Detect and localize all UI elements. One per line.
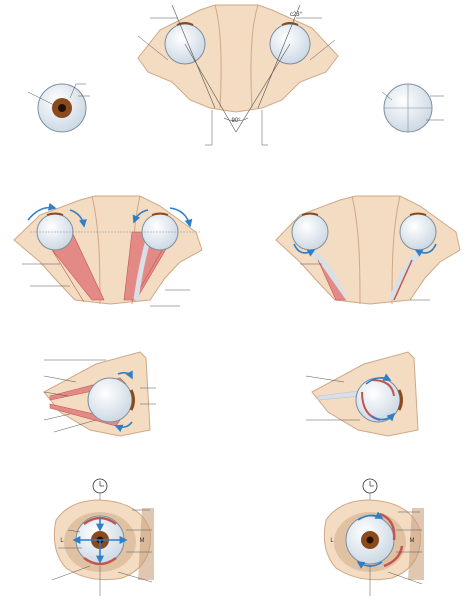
medial-label-left: M	[140, 538, 145, 544]
lateral-label-right: L	[330, 538, 334, 544]
eye-side-view	[381, 83, 444, 133]
oblique-muscles-top-view	[275, 195, 461, 305]
medial-label-right: M	[410, 538, 415, 544]
orbital-bone	[137, 4, 339, 113]
eye-front-muscles-left	[51, 478, 154, 596]
eye-front-muscles-right	[323, 478, 424, 596]
nasal-septum	[214, 4, 259, 109]
orbital-bone-2	[13, 195, 203, 305]
eye-front-view	[27, 83, 90, 133]
angle-label-90: 90°	[231, 118, 241, 124]
lateral-label-left: L	[60, 538, 64, 544]
pupil	[58, 104, 66, 112]
orbit-top-view	[137, 4, 339, 146]
extraocular-muscles-top-view	[13, 195, 203, 307]
angle-label-23: c23°	[290, 12, 303, 18]
tendon-right	[133, 239, 151, 301]
orbit-lateral-view-left	[43, 351, 156, 437]
orbit-lateral-view-right	[305, 351, 419, 437]
